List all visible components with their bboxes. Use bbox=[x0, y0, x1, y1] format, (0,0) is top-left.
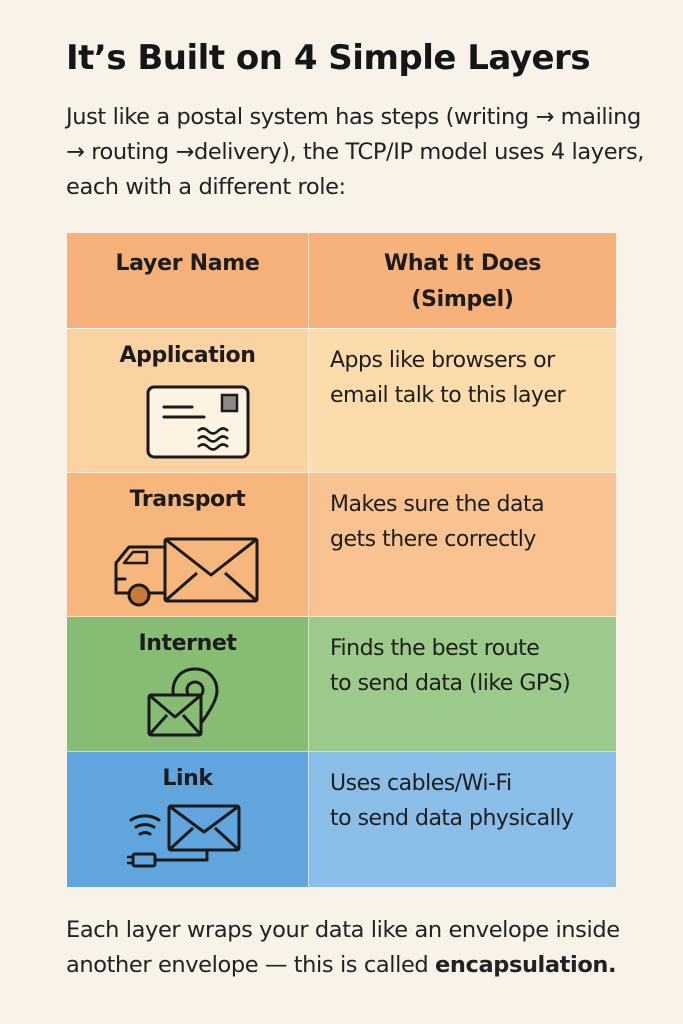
desc-application-line2: email talk to this layer bbox=[330, 383, 566, 408]
outro-bold-term: encapsulation. bbox=[435, 952, 617, 978]
header-cell-what-it-does: What It Does (Simpel) bbox=[308, 233, 616, 328]
layers-table: Layer Name What It Does (Simpel) Applica… bbox=[67, 233, 616, 887]
internet-name-cell: Internet bbox=[67, 617, 308, 752]
header-layer-name: Layer Name bbox=[115, 251, 260, 276]
link-desc-cell: Uses cables/Wi-Fi to send data physicall… bbox=[308, 752, 616, 887]
desc-link-line1: Uses cables/Wi-Fi bbox=[330, 771, 512, 796]
desc-link-line2: to send data physically bbox=[330, 806, 574, 831]
intro-paragraph: Just like a postal system has steps (wri… bbox=[66, 104, 645, 200]
layer-name-link: Link bbox=[162, 766, 213, 791]
header-simpel: (Simpel) bbox=[411, 287, 514, 312]
table-header-row: Layer Name What It Does (Simpel) bbox=[67, 233, 616, 328]
page-title: It’s Built on 4 Simple Layers bbox=[66, 38, 591, 78]
outro-paragraph: Each layer wraps your data like an envel… bbox=[66, 913, 666, 983]
application-name-cell: Application bbox=[67, 329, 308, 473]
internet-desc-cell: Finds the best route to send data (like … bbox=[308, 617, 616, 752]
link-name-cell: Link bbox=[67, 752, 308, 887]
desc-transport-line1: Makes sure the data bbox=[330, 492, 545, 517]
desc-transport-line2: gets there correctly bbox=[330, 527, 536, 552]
table-row-application: Application Apps like browsers or email … bbox=[67, 328, 616, 473]
envelope-location-pin-icon bbox=[147, 667, 219, 737]
table-row-internet: Internet Finds the best route to send da… bbox=[67, 616, 616, 752]
truck-envelope-icon bbox=[114, 537, 259, 607]
transport-desc-cell: Makes sure the data gets there correctly bbox=[308, 473, 616, 617]
layer-name-transport: Transport bbox=[129, 487, 246, 512]
outro-text: Each layer wraps your data like an envel… bbox=[66, 917, 620, 978]
table-row-transport: Transport Makes sure the data gets there… bbox=[67, 472, 616, 617]
layer-name-internet: Internet bbox=[138, 631, 237, 656]
desc-internet-line1: Finds the best route bbox=[330, 636, 540, 661]
envelope-letter-icon bbox=[146, 385, 250, 459]
desc-internet-line2: to send data (like GPS) bbox=[330, 671, 571, 696]
layer-name-application: Application bbox=[119, 343, 256, 368]
application-desc-cell: Apps like browsers or email talk to this… bbox=[308, 329, 616, 473]
table-row-link: Link Uses cables/Wi-Fi to send data ph bbox=[67, 751, 616, 887]
desc-application-line1: Apps like browsers or bbox=[330, 348, 555, 373]
header-cell-layer-name: Layer Name bbox=[67, 233, 308, 328]
header-what-it-does: What It Does bbox=[383, 251, 542, 276]
wifi-cable-envelope-icon bbox=[127, 804, 241, 868]
transport-name-cell: Transport bbox=[67, 473, 308, 617]
